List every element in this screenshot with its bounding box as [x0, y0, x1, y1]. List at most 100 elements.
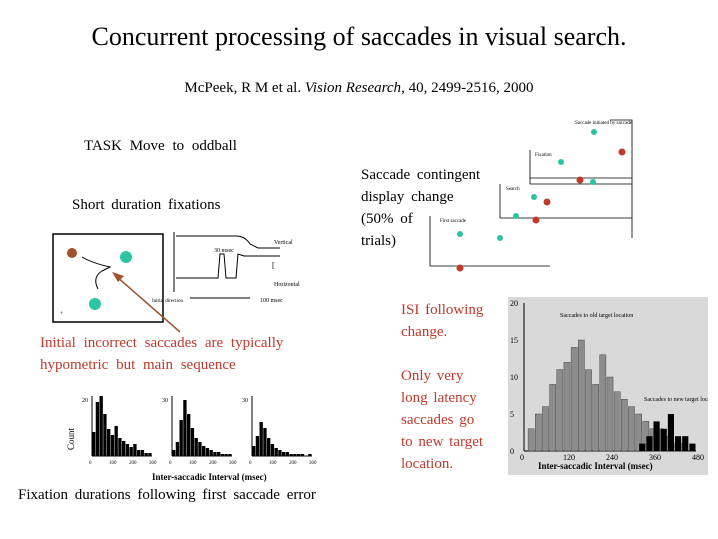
arrow-line: [115, 275, 181, 333]
small-hist-bar: [213, 452, 217, 456]
isi-note: ISI following change. Only very long lat…: [401, 299, 483, 475]
main-hist-xtick: 480: [692, 453, 704, 462]
small-hist-bar: [140, 450, 145, 456]
sequence-label: Saccade initiated by saccade: [575, 121, 633, 126]
stim-dot: [558, 159, 564, 165]
small-hist-bar: [252, 446, 256, 456]
small-hist-xtick: 0: [249, 461, 252, 466]
small-hist-bar: [194, 438, 198, 456]
small-hist-bar: [263, 428, 267, 456]
small-hist-xtick: 100: [109, 461, 117, 466]
small-hist-bar: [285, 452, 290, 456]
citation-details: , 40, 2499-2516, 2000: [401, 80, 534, 96]
trace-scale-100: 100 msec: [260, 298, 283, 304]
text-line: trials): [361, 233, 396, 249]
small-label: +: [60, 311, 64, 317]
main-hist-bar: [635, 413, 642, 452]
text-line: [401, 343, 483, 365]
stimulus-display: +: [52, 233, 164, 323]
small-hist-bar: [118, 438, 122, 456]
main-hist-bar: [682, 436, 689, 451]
small-hist-xtick: 0: [169, 461, 172, 466]
main-hist-xlabel: Inter-saccadic Interval (msec): [538, 461, 653, 471]
small-hist-bar: [133, 444, 137, 456]
text-line: display change: [361, 189, 454, 205]
trace-horizontal-label: Horizontal: [274, 282, 300, 288]
small-hist-bar: [183, 400, 187, 456]
main-hist-bar: [628, 406, 635, 452]
small-hist-bar: [110, 435, 115, 456]
small-hist-xtick: 0: [89, 461, 92, 466]
eye-trace-figure: Vertical Horizontal 30 msec [ Initial di…: [152, 232, 300, 304]
sequence-figure: Saccade initiated by saccade Fixation Se…: [429, 119, 633, 272]
arrow: [112, 272, 181, 333]
small-hist-xtick: 100: [269, 461, 277, 466]
small-hist-ymax: 30: [162, 398, 168, 404]
initial-saccades-note: Initial incorrect saccades are typically…: [40, 332, 283, 376]
small-hist-bar: [175, 442, 180, 456]
small-hist-bar: [308, 454, 312, 456]
short-duration-label: Short duration fixations: [72, 197, 221, 213]
main-hist-bar: [578, 339, 585, 452]
text-line: change.: [401, 324, 448, 340]
stim-dot: [457, 231, 463, 237]
small-hist-bar: [282, 452, 286, 456]
trace-scale-30: 30 msec: [214, 248, 234, 254]
small-hist-bar: [198, 442, 202, 456]
frame-outline: [429, 216, 550, 267]
text-line: long latency: [401, 390, 477, 406]
small-hist-bar: [255, 436, 260, 456]
main-hist-bar: [592, 384, 599, 452]
main-hist-xtick: 120: [563, 453, 575, 462]
small-hist-bar: [125, 444, 130, 456]
small-hist-bar: [129, 447, 133, 456]
frame-outline: [610, 119, 633, 238]
main-hist-bar: [535, 413, 542, 452]
stim-dot: [532, 216, 540, 224]
small-hist-bar: [289, 454, 293, 456]
sequence-label: Search: [506, 187, 520, 192]
small-hist-bar: [220, 454, 225, 456]
text-line: saccades go: [401, 412, 475, 428]
main-hist-bar: [667, 414, 674, 451]
small-hist-bar: [205, 448, 210, 456]
main-hist-bar: [621, 398, 628, 452]
citation: McPeek, R M et al. Vision Research, 40, …: [0, 80, 718, 97]
small-hist-bar: [274, 448, 278, 456]
figure-caption: Fixation durations following first sacca…: [18, 487, 316, 503]
text-line: Initial incorrect saccades are typically: [40, 335, 284, 351]
main-hist-ytick: 5: [510, 410, 514, 419]
citation-journal: Vision Research: [304, 80, 402, 96]
small-hist-bar: [209, 450, 213, 456]
stim-dot: [618, 148, 626, 156]
trace-bracket: [: [272, 261, 275, 270]
small-hist-xtick: 100: [189, 461, 197, 466]
small-hist-xtick: 200: [289, 461, 297, 466]
small-hist-bar: [114, 426, 118, 456]
small-hist-ylabel: Count: [66, 427, 76, 450]
small-hist-bar: [107, 429, 111, 456]
stim-dot: [513, 213, 519, 219]
small-hist-bar: [259, 422, 263, 456]
text-line: location.: [401, 456, 454, 472]
main-hist-bar: [689, 443, 696, 451]
small-hist-bar: [278, 450, 282, 456]
arrow-head: [112, 272, 124, 282]
small-hist-bar: [190, 428, 195, 456]
small-hist-bar: [267, 438, 271, 456]
horizontal-trace: [176, 253, 280, 279]
main-hist-bar: [556, 369, 564, 452]
small-hist-bar: [300, 454, 305, 456]
saccade-path: [81, 256, 112, 290]
stim-dot: [590, 179, 596, 185]
text-line: Saccade contingent: [361, 167, 481, 183]
small-hist-bar: [297, 454, 301, 456]
small-hist-bar: [293, 454, 297, 456]
main-hist-bar: [570, 347, 578, 452]
main-hist-bar: [563, 361, 571, 452]
main-hist-ytick: 15: [510, 336, 518, 345]
text-line: Only very: [401, 368, 464, 384]
text-line: (50% of: [361, 211, 413, 227]
text-line: hypometric but main sequence: [40, 357, 236, 373]
slide-title: Concurrent processing of saccades in vis…: [91, 22, 627, 51]
